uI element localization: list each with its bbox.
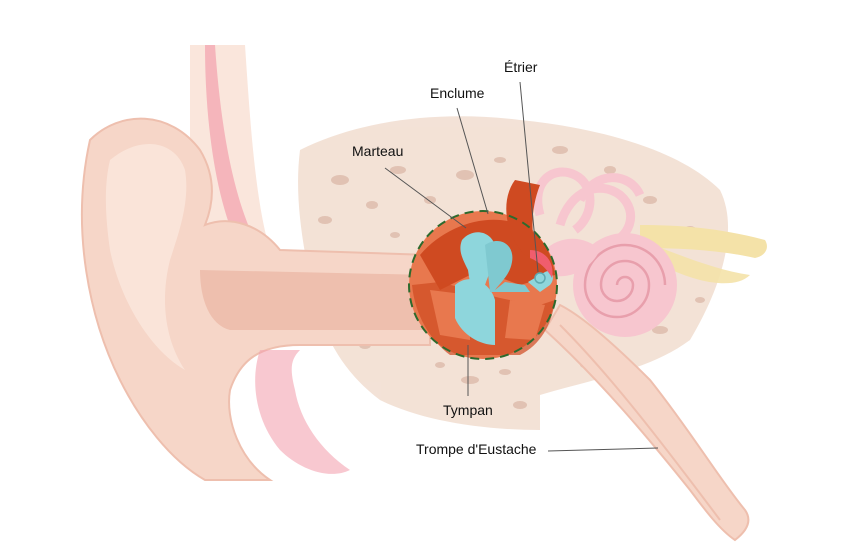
leader-etrier: [519, 81, 539, 273]
label-etrier: Étrier: [504, 59, 538, 75]
leader-marteau: [384, 167, 467, 229]
labels: Marteau Enclume Étrier Tympan Trompe d'E…: [352, 59, 538, 457]
leader-enclume: [456, 107, 489, 215]
ossicles: [455, 232, 553, 345]
inner-ear: [533, 167, 767, 337]
eustachian-tube: [543, 303, 750, 542]
tympanic-membrane: [455, 279, 495, 345]
label-marteau: Marteau: [352, 143, 403, 159]
zoom-circle: [408, 210, 558, 360]
label-trompe: Trompe d'Eustache: [416, 441, 537, 457]
incus: [485, 241, 530, 292]
leader-lines: [384, 81, 659, 452]
outer-ear: [81, 45, 431, 481]
leader-trompe: [547, 447, 659, 452]
label-tympan: Tympan: [443, 402, 493, 418]
label-enclume: Enclume: [430, 85, 485, 101]
